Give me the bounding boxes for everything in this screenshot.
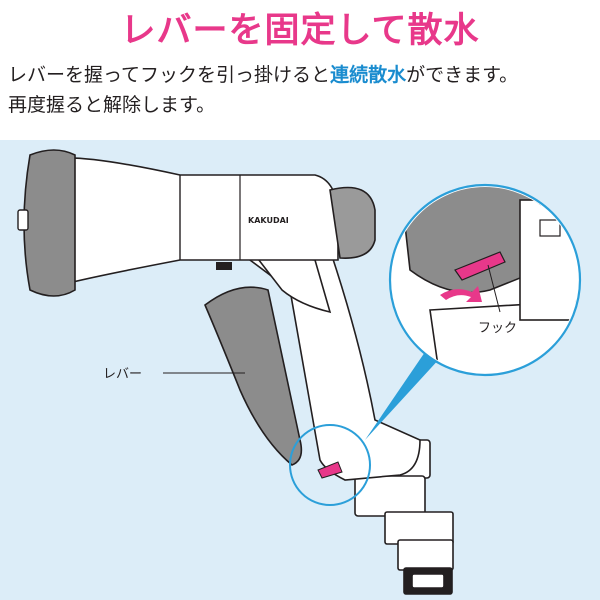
page-title: レバーを固定して散水	[120, 11, 480, 51]
hook-small	[317, 461, 343, 479]
brand-logo: KAKUDAI	[248, 216, 289, 225]
hook-large	[454, 251, 506, 281]
nozzle-head	[23, 149, 76, 297]
rotation-arrow	[440, 286, 482, 302]
nozzle-cap	[17, 209, 29, 231]
description-line1-before: レバーを握ってフックを引っ掛けると	[8, 64, 331, 86]
description-line1-after: ができます。	[406, 64, 519, 86]
illustration-panel: KAKUDAI フック レバー	[0, 140, 600, 600]
hook-label: フック	[478, 321, 517, 336]
description: レバーを握ってフックを引っ掛けると連続散水ができます。 再度握ると解除します。	[8, 60, 598, 120]
lever-label: レバー	[103, 367, 142, 382]
barrel-switch	[216, 262, 232, 270]
lever	[204, 286, 303, 466]
callout-circle-small	[289, 424, 371, 506]
rear-dial	[329, 186, 376, 259]
description-highlight: 連続散水	[330, 64, 407, 86]
spray-gun-illustration: KAKUDAI フック レバー	[0, 140, 600, 600]
description-line2: 再度握ると解除します。	[8, 94, 216, 116]
